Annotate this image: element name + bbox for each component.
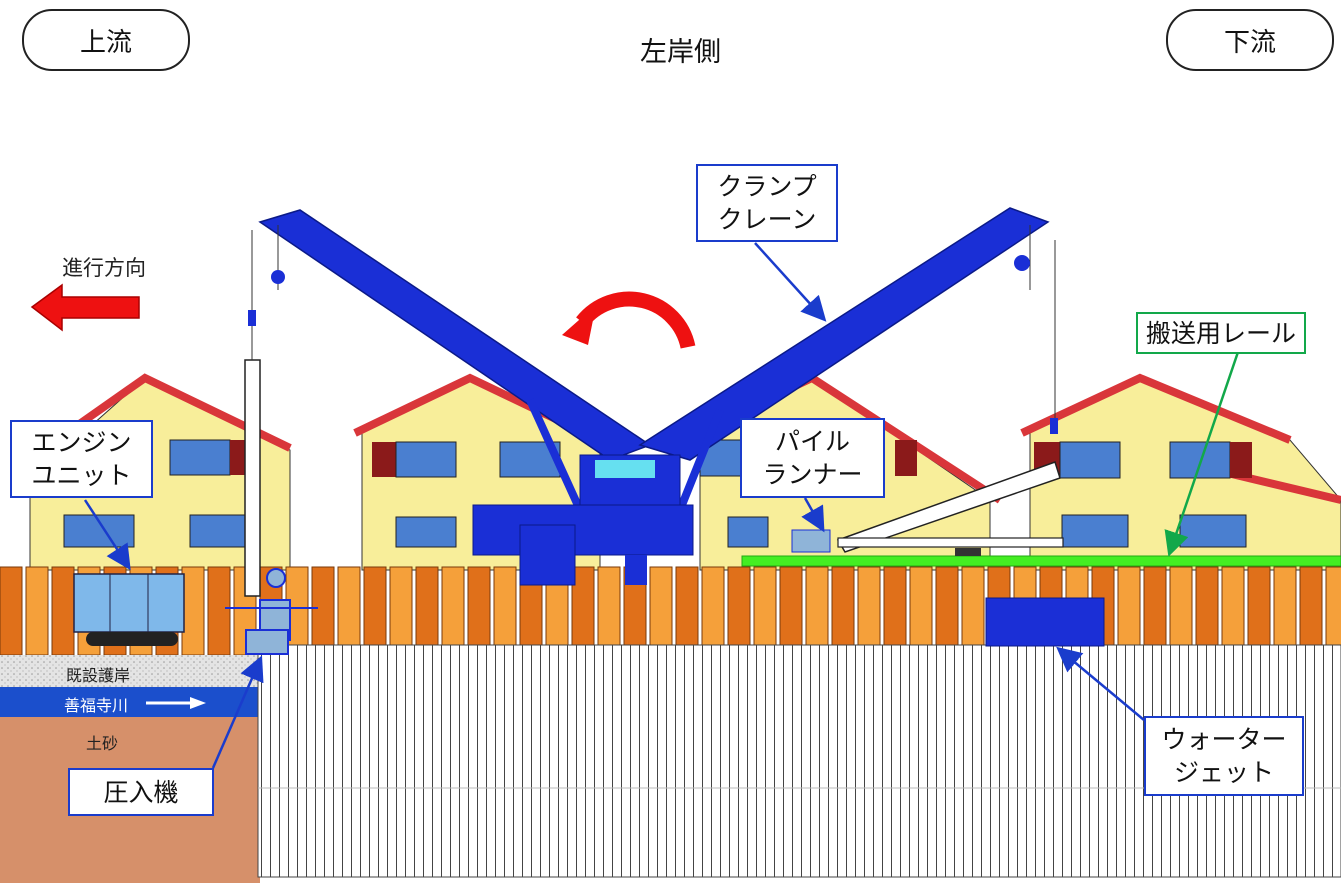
leader-rail [1164, 351, 1240, 557]
pile-runner-label: パイル ランナー [740, 418, 885, 498]
river-band [0, 687, 260, 717]
fence-board [0, 566, 23, 656]
clamp-crane-figure [258, 207, 1058, 586]
clamp-crane-label: クランプ クレーン [696, 164, 838, 242]
fence-board [1169, 566, 1193, 656]
water-jet-unit [985, 597, 1105, 647]
fence-board [389, 566, 413, 656]
transport-rail [741, 555, 1341, 567]
bank-side-title: 左岸側 [640, 37, 721, 68]
existing-revetment-label: 既設護岸 [66, 666, 131, 685]
fence-board [1299, 566, 1323, 656]
fence-board [311, 566, 335, 656]
fence-board [25, 566, 49, 656]
fence-board [363, 566, 387, 656]
existing-revetment-band [0, 655, 260, 687]
soil-label: 土砂 [86, 734, 119, 753]
fence-board [883, 566, 907, 656]
fence-board [805, 566, 829, 656]
engine-unit-machine [73, 573, 185, 646]
fence-board [1143, 566, 1167, 656]
water-jet-label: ウォーター ジェット [1144, 716, 1304, 796]
fence-board [727, 566, 751, 656]
transport-rail-label: 搬送用レール [1136, 312, 1306, 354]
fence-board [441, 566, 465, 656]
direction-arrow [30, 283, 140, 332]
leader-engine [83, 499, 131, 571]
fence-board [1221, 566, 1245, 656]
fence-board [597, 566, 621, 656]
wooden-fence [0, 566, 1341, 656]
fence-board [1247, 566, 1271, 656]
fence-board [701, 566, 725, 656]
upstream-badge: 上流 [22, 9, 190, 71]
fence-board [935, 566, 959, 656]
fence-board [1195, 566, 1219, 656]
fence-board [1117, 566, 1141, 656]
fence-board [51, 566, 75, 656]
fence-board [961, 566, 985, 656]
leader-crane [754, 242, 827, 322]
fence-board [1325, 566, 1341, 656]
fence-board [675, 566, 699, 656]
fence-board [337, 566, 361, 656]
fence-board [909, 566, 933, 656]
press-in-machine-label: 圧入機 [68, 768, 214, 816]
fence-board [1273, 566, 1297, 656]
fence-board [831, 566, 855, 656]
fence-board [857, 566, 881, 656]
leader-water-jet [1056, 646, 1145, 721]
fence-board [467, 566, 491, 656]
downstream-badge: 下流 [1166, 9, 1334, 71]
press-in-machine-figure [225, 230, 318, 655]
fence-board [779, 566, 803, 656]
river-flow-arrow [146, 697, 206, 709]
fence-board [753, 566, 777, 656]
house-4 [1020, 373, 1341, 571]
fence-board [207, 566, 231, 656]
leader-pile-runner [801, 497, 825, 533]
engine-unit-label: エンジン ユニット [10, 420, 153, 498]
leader-press-in [211, 655, 264, 769]
rotation-arrow [562, 291, 696, 349]
river-name-label: 善福寺川 [64, 696, 129, 715]
fence-board [649, 566, 673, 656]
fence-board [415, 566, 439, 656]
fence-board [493, 566, 517, 656]
direction-label: 進行方向 [62, 256, 146, 280]
pile-runner-figure [791, 461, 1064, 556]
fence-board [181, 566, 205, 656]
